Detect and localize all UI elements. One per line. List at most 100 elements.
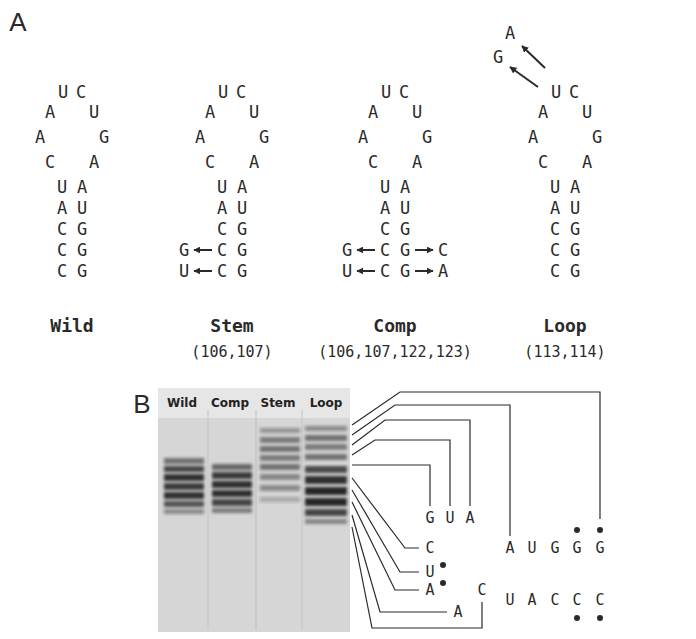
nucleotide-letter: C bbox=[205, 154, 215, 171]
nucleotide-letter: C bbox=[550, 263, 560, 280]
lane-label: Wild bbox=[167, 397, 197, 409]
sequence-letter: G bbox=[425, 511, 434, 526]
sequence-letter: U bbox=[445, 511, 454, 526]
nucleotide-letter: C bbox=[550, 221, 560, 238]
sequence-letter: A bbox=[527, 593, 536, 608]
sequence-letter: U bbox=[425, 565, 434, 580]
nucleotide-letter: G bbox=[259, 129, 269, 146]
nucleotide-letter: A bbox=[217, 200, 227, 217]
nucleotide-letter: A bbox=[45, 104, 55, 121]
nucleotide-letter: C bbox=[236, 84, 246, 101]
nucleotide-letter: C bbox=[569, 84, 579, 101]
nucleotide-letter: C bbox=[380, 263, 390, 280]
nucleotide-letter: G bbox=[570, 221, 580, 238]
sequence-letter: U bbox=[527, 541, 536, 556]
nucleotide-letter: G bbox=[400, 263, 410, 280]
nucleotide-letter: G bbox=[400, 242, 410, 259]
nucleotide-letter: G bbox=[422, 129, 432, 146]
construct-name: Loop bbox=[543, 317, 586, 335]
nucleotide-letter: A bbox=[195, 129, 205, 146]
nucleotide-letter: G bbox=[237, 263, 247, 280]
nucleotide-letter: G bbox=[179, 242, 189, 259]
nucleotide-letter: A bbox=[570, 179, 580, 196]
nucleotide-letter: A bbox=[528, 129, 538, 146]
nucleotide-letter: C bbox=[57, 242, 67, 259]
nucleotide-letter: C bbox=[399, 84, 409, 101]
nucleotide-letter: U bbox=[381, 84, 391, 101]
nucleotide-letter: C bbox=[57, 263, 67, 280]
nucleotide-letter: A bbox=[438, 263, 448, 280]
nucleotide-letter: U bbox=[58, 84, 68, 101]
mutation-arrows bbox=[194, 46, 545, 271]
nucleotide-letter: A bbox=[249, 154, 259, 171]
mutation-position: (113,114) bbox=[524, 345, 605, 360]
sequence-letter: A bbox=[453, 605, 462, 620]
nucleotide-letter: G bbox=[237, 221, 247, 238]
sequence-letter: G bbox=[572, 541, 581, 556]
nucleotide-letter: C bbox=[380, 242, 390, 259]
nucleotide-letter: A bbox=[380, 200, 390, 217]
nucleotide-letter: U bbox=[249, 104, 259, 121]
sequence-letter: G bbox=[595, 541, 604, 556]
nucleotide-letter: C bbox=[438, 242, 448, 259]
lane-label: Comp bbox=[211, 397, 249, 409]
nucleotide-letter: G bbox=[77, 221, 87, 238]
nucleotide-letter: C bbox=[550, 242, 560, 259]
nucleotide-letter: G bbox=[592, 129, 602, 146]
nucleotide-letter: U bbox=[342, 263, 352, 280]
nucleotide-letter: U bbox=[89, 104, 99, 121]
sequence-letter: A bbox=[505, 541, 514, 556]
lane-label: Stem bbox=[260, 397, 295, 409]
nucleotide-letter: C bbox=[368, 154, 378, 171]
nucleotide-letter: G bbox=[570, 263, 580, 280]
nucleotide-letter: G bbox=[400, 221, 410, 238]
nucleotide-letter: A bbox=[205, 104, 215, 121]
sequence-letter: G bbox=[550, 541, 559, 556]
nucleotide-letter: A bbox=[550, 200, 560, 217]
nucleotide-letter: U bbox=[217, 179, 227, 196]
sequence-letter: C bbox=[572, 593, 581, 608]
nucleotide-letter: G bbox=[77, 263, 87, 280]
nucleotide-letter: A bbox=[538, 104, 548, 121]
nucleotide-letter: U bbox=[179, 263, 189, 280]
nucleotide-letter: C bbox=[217, 242, 227, 259]
nucleotide-letter: G bbox=[77, 242, 87, 259]
nucleotide-letter: C bbox=[380, 221, 390, 238]
sequence-letter: C bbox=[477, 583, 486, 598]
modification-dots bbox=[440, 527, 603, 621]
nucleotide-letter: G bbox=[342, 242, 352, 259]
nucleotide-letter: U bbox=[218, 84, 228, 101]
nucleotide-letter: A bbox=[358, 129, 368, 146]
sequence-letter: U bbox=[505, 593, 514, 608]
sequence-letter: C bbox=[595, 593, 604, 608]
sequence-letter: A bbox=[465, 511, 474, 526]
nucleotide-letter: U bbox=[412, 104, 422, 121]
nucleotide-letter: C bbox=[217, 263, 227, 280]
nucleotide-letter: C bbox=[538, 154, 548, 171]
nucleotide-letter: C bbox=[57, 221, 67, 238]
gel-image bbox=[158, 388, 350, 632]
sequence-letter: C bbox=[425, 541, 434, 556]
nucleotide-letter: U bbox=[237, 200, 247, 217]
nucleotide-letter: G bbox=[237, 242, 247, 259]
nucleotide-letter: A bbox=[505, 25, 515, 42]
sequence-letter: A bbox=[425, 583, 434, 598]
nucleotide-letter: C bbox=[45, 154, 55, 171]
nucleotide-letter: A bbox=[412, 154, 422, 171]
nucleotide-letter: U bbox=[582, 104, 592, 121]
nucleotide-letter: A bbox=[368, 104, 378, 121]
construct-name: Wild bbox=[50, 317, 93, 335]
nucleotide-letter: U bbox=[380, 179, 390, 196]
nucleotide-letter: A bbox=[400, 179, 410, 196]
panel-letter: A bbox=[9, 9, 26, 35]
construct-name: Stem bbox=[210, 317, 253, 335]
mutation-position: (106,107) bbox=[191, 345, 272, 360]
nucleotide-letter: G bbox=[99, 129, 109, 146]
nucleotide-letter: A bbox=[89, 154, 99, 171]
nucleotide-letter: U bbox=[551, 84, 561, 101]
nucleotide-letter: G bbox=[570, 242, 580, 259]
mutation-position: (106,107,122,123) bbox=[318, 345, 472, 360]
